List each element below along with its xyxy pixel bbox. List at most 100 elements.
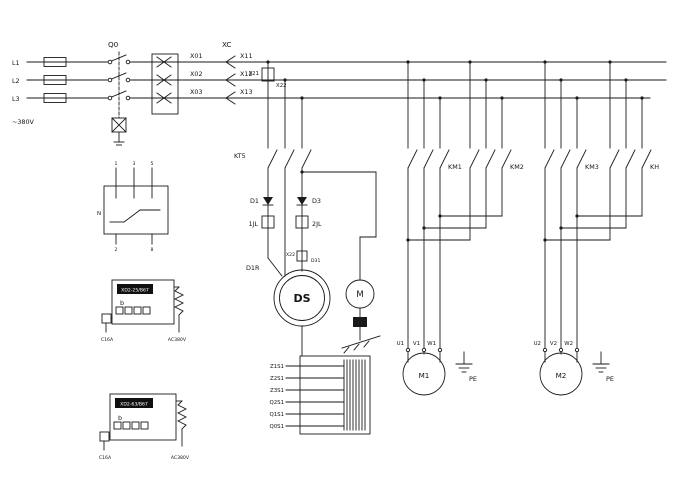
- terminal-x22-label: X22: [286, 252, 295, 258]
- terminal-x13-label: X13: [240, 88, 253, 96]
- breaker-large-badge-label: XD2-63/B67: [120, 402, 148, 408]
- connector-xc-label: XC: [222, 40, 231, 49]
- fuse-x21-label: X21: [248, 71, 259, 77]
- connector-xc: X01 X02 X03 XC X11 X12 X13: [190, 40, 253, 105]
- diode-d3: [297, 197, 307, 205]
- tap-q2s1-label: Q2S1: [269, 400, 284, 406]
- phase-l2-label: L2: [12, 77, 20, 85]
- fuse-2jl-label: 2JL: [312, 220, 322, 228]
- breaker-small-pole-label: b: [120, 299, 124, 307]
- breaker-large-voltage-label: AC380V: [171, 455, 190, 461]
- relay-kh: KH: [543, 60, 659, 242]
- terminal-x12-label: X12: [240, 70, 253, 78]
- winding-box: [299, 355, 371, 435]
- ground-pe2: PE: [592, 351, 614, 383]
- breaker-large-box: [109, 393, 177, 441]
- pilot-motor-label: M: [356, 290, 363, 300]
- breaker-small-voltage-label: AC380V: [168, 337, 187, 343]
- terminal-x11-label: X11: [240, 52, 253, 60]
- terminal-x22-box: [296, 250, 308, 262]
- motor-m2-label: M2: [556, 371, 567, 380]
- relay-box: [103, 185, 169, 235]
- breaker-large-pole-label: b: [118, 414, 122, 422]
- resistor-large: [176, 400, 188, 430]
- terminal-w2-label: W2: [564, 341, 573, 347]
- fuse-x21: [261, 67, 275, 82]
- tap-winding-block: Z1S1 Z2S1 Z3S1 Q2S1 Q1S1 Q0S1: [269, 325, 371, 435]
- relay-bottom-terminal-2: 8: [151, 247, 154, 253]
- contactor-km1-label: KM1: [448, 163, 462, 171]
- terminal-v1-label: V1: [413, 341, 420, 347]
- relay-bottom-terminal-1: 2: [115, 247, 118, 253]
- ground-pe2-label: PE: [606, 375, 614, 383]
- contactor-km2: KM2: [406, 60, 524, 242]
- terminal-v2-label: V2: [550, 341, 557, 347]
- side-relay-block: 1 3 5 N 2 8: [97, 161, 169, 253]
- relay-left-label: N: [97, 211, 101, 217]
- fuse-l1: [43, 57, 67, 67]
- motor-m2: U2 V2 W2 M2 PE: [534, 341, 614, 396]
- voltage-label: ~380V: [12, 118, 35, 126]
- control-drops: X21 X22: [248, 60, 304, 149]
- contactor-km3-label: KM3: [585, 163, 599, 171]
- pilot-motor: M: [341, 279, 381, 354]
- fuse-x22-label: X22: [276, 83, 287, 89]
- breaker-small-rating-label: C16A: [101, 337, 114, 343]
- terminal-x01-label: X01: [190, 52, 203, 60]
- tap-q0s1-label: Q0S1: [269, 424, 284, 430]
- unit-d1r-label: D1R: [246, 264, 260, 272]
- branch-to-pilot-motor: [300, 170, 377, 281]
- phase-l3-label: L3: [12, 95, 20, 103]
- relay-kh-label: KH: [650, 163, 659, 171]
- ground-pe1: PE: [455, 351, 477, 383]
- phase-l1-label: L1: [12, 59, 20, 67]
- terminal-w1-label: W1: [427, 341, 436, 347]
- terminal-d31-label: D31: [311, 258, 320, 264]
- breaker-large-rating-label: C16A: [99, 455, 112, 461]
- brake-block: [353, 317, 367, 327]
- side-breaker-large: XD2-63/B67 b C16A AC380V: [99, 393, 190, 461]
- terminal-x03-label: X03: [190, 88, 203, 96]
- breaker-small-box: [111, 279, 175, 325]
- breaker-q0-label: Q0: [108, 40, 119, 49]
- contactor-km1: KM1: [406, 60, 462, 349]
- terminal-u1-label: U1: [397, 341, 404, 347]
- breaker-q0: Q0: [108, 40, 179, 146]
- motor-m1-label: M1: [419, 371, 430, 380]
- fuse-1jl: [261, 215, 275, 229]
- relay-top-terminal-1: 1: [115, 161, 118, 167]
- rectifier-fuses: D1 D3 1JL 2JL D1R X22 D31: [246, 197, 322, 277]
- contactor-km2-label: KM2: [510, 163, 524, 171]
- motor-m1: U1 V1 W1 M1 PE: [397, 341, 477, 396]
- chassis-ground: [341, 335, 381, 349]
- generator-ds-label: DS: [293, 292, 310, 305]
- generator-ds: DS: [273, 269, 331, 327]
- fuse-2jl: [295, 215, 309, 229]
- diode-d1-label: D1: [250, 197, 259, 205]
- tap-z1s1-label: Z1S1: [270, 364, 284, 370]
- timer-kt5-label: KT5: [234, 152, 246, 160]
- diode-d3-label: D3: [312, 197, 321, 205]
- resistor-small: [173, 286, 185, 316]
- fuse-l2: [43, 75, 67, 85]
- timer-kt5-contacts: KT5: [234, 149, 312, 277]
- breaker-small-badge: [117, 284, 153, 294]
- fuse-1jl-label: 1JL: [248, 220, 258, 228]
- diode-d1: [263, 197, 273, 205]
- fuse-l3: [43, 93, 67, 103]
- breaker-large-badge: [115, 398, 153, 408]
- relay-top-terminal-3: 5: [151, 161, 154, 167]
- power-input: L1 L2 L3 ~380V: [12, 54, 667, 126]
- breaker-small-badge-label: XD2-25/B67: [121, 288, 149, 294]
- tap-q1s1-label: Q1S1: [269, 412, 284, 418]
- contactor-km3: KM3: [543, 60, 599, 349]
- tap-z3s1-label: Z3S1: [270, 388, 284, 394]
- side-breaker-small: XD2-25/B67 b C16A AC380V: [101, 279, 187, 343]
- tap-z2s1-label: Z2S1: [270, 376, 284, 382]
- terminal-u2-label: U2: [534, 341, 541, 347]
- terminal-x02-label: X02: [190, 70, 203, 78]
- ground-pe1-label: PE: [469, 375, 477, 383]
- relay-top-terminal-2: 3: [133, 161, 136, 167]
